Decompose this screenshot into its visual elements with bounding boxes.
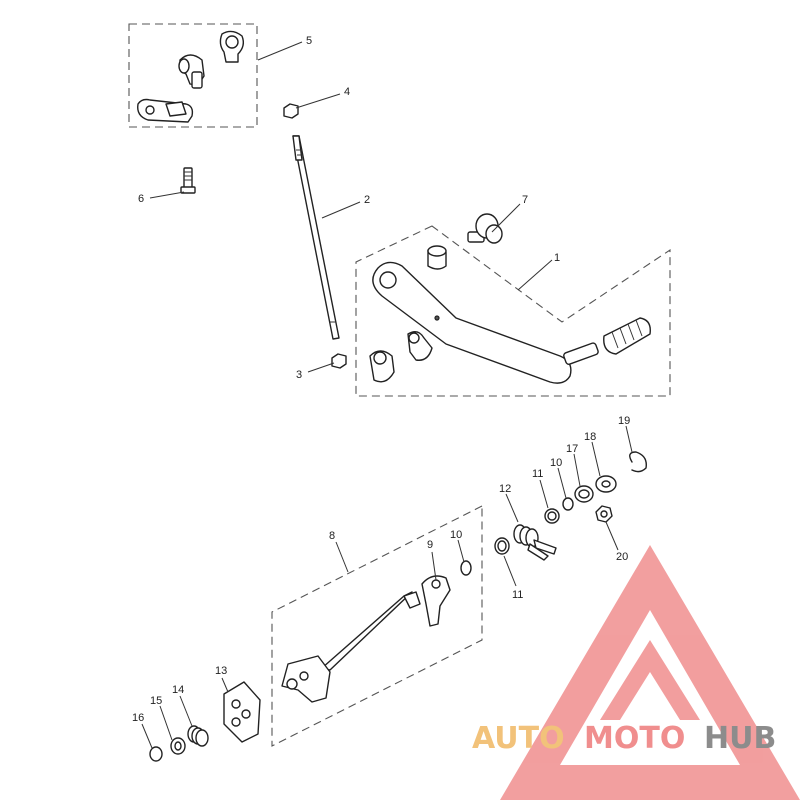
callout-11-lower: 11 bbox=[512, 589, 523, 601]
callout-14: 14 bbox=[172, 684, 184, 696]
callout-17: 17 bbox=[566, 443, 578, 455]
watermark-text: AUTO MOTO HUB bbox=[472, 721, 776, 756]
group-box-8 bbox=[271, 505, 483, 747]
watermark-logo bbox=[500, 545, 800, 800]
washer-17 bbox=[574, 485, 594, 503]
group-box-5 bbox=[128, 23, 258, 128]
callout-19: 19 bbox=[618, 415, 630, 427]
o-ring-10-lower bbox=[460, 560, 472, 576]
callout-12: 12 bbox=[499, 483, 511, 495]
callout-5: 5 bbox=[306, 35, 312, 47]
washer-10-upper bbox=[562, 497, 574, 511]
washer-18 bbox=[595, 475, 617, 493]
circlip-19 bbox=[629, 451, 647, 473]
nut-4 bbox=[283, 103, 299, 119]
watermark-moto: MOTO bbox=[584, 721, 685, 756]
callout-3: 3 bbox=[296, 369, 302, 381]
callout-9: 9 bbox=[427, 539, 433, 551]
callout-13: 13 bbox=[215, 665, 227, 677]
callout-16: 16 bbox=[132, 712, 144, 724]
spring-14 bbox=[187, 725, 209, 747]
callout-4: 4 bbox=[344, 86, 350, 98]
pivot-bolt-7 bbox=[467, 213, 503, 244]
callout-10-upper: 10 bbox=[550, 457, 562, 469]
washer-11-lower bbox=[494, 537, 510, 555]
gear-change-shaft bbox=[281, 591, 421, 703]
callout-1: 1 bbox=[554, 252, 560, 264]
callout-18: 18 bbox=[584, 431, 596, 443]
ball-joint-kit bbox=[137, 30, 245, 123]
callout-8: 8 bbox=[329, 530, 335, 542]
selector-arm-9 bbox=[421, 575, 451, 627]
callout-15: 15 bbox=[150, 695, 162, 707]
leader-lines bbox=[141, 41, 633, 749]
callout-20: 20 bbox=[616, 551, 628, 563]
stopper-bolt-20 bbox=[595, 505, 613, 523]
detent-plate-13 bbox=[223, 681, 261, 743]
washer-11-upper bbox=[544, 508, 560, 524]
watermark-hub: HUB bbox=[704, 721, 776, 756]
spring-12 bbox=[513, 524, 557, 561]
gear-lever-assembly bbox=[369, 245, 651, 384]
clip-16 bbox=[149, 746, 163, 762]
bolt-6 bbox=[180, 167, 196, 194]
nut-3 bbox=[331, 353, 347, 369]
callout-10-lower: 10 bbox=[450, 529, 462, 541]
washer-15 bbox=[170, 737, 186, 755]
watermark-auto: AUTO bbox=[472, 721, 565, 756]
callout-11-upper: 11 bbox=[532, 468, 543, 480]
callout-7: 7 bbox=[522, 194, 528, 206]
callout-6: 6 bbox=[138, 193, 144, 205]
gear-change-rod bbox=[292, 135, 340, 340]
callout-2: 2 bbox=[364, 194, 370, 206]
group-box-1 bbox=[355, 225, 671, 397]
callout-labels: 5 4 2 6 3 7 1 8 9 10 12 11 11 10 17 18 1… bbox=[132, 35, 630, 724]
